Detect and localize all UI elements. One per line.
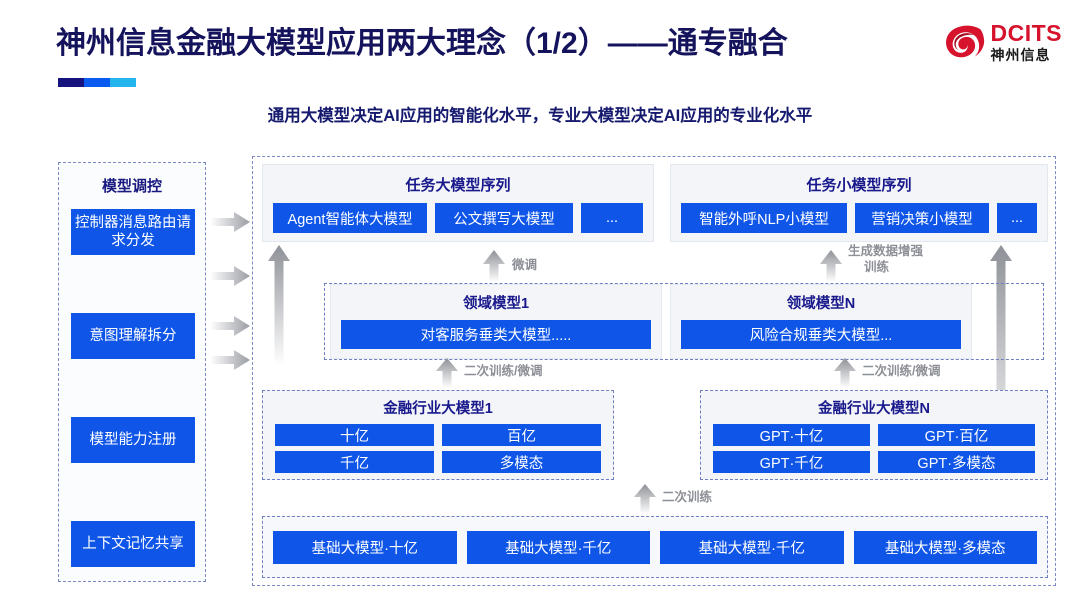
dcits-swirl-icon	[945, 25, 984, 58]
task-small-chip-more[interactable]: ...	[997, 203, 1037, 233]
control-button-registry[interactable]: 模型能力注册	[71, 417, 195, 463]
industry-model-n-grid: GPT·十亿 GPT·百亿 GPT·千亿 GPT·多模态	[701, 418, 1047, 473]
domain-model-n-title: 领域模型N	[786, 296, 856, 312]
task-large-chip-agent[interactable]: Agent智能体大模型	[273, 203, 427, 233]
accent-segment-cyan	[110, 78, 136, 87]
task-large-model-sequence-title: 任务大模型序列	[405, 177, 511, 194]
flow-label-gen-data-aug-line2: 训练	[864, 260, 890, 274]
industry-model-n-title: 金融行业大模型N	[818, 401, 930, 417]
architecture-diagram: 模型调控 控制器消息路由请求分发 意图理解拆分 模型能力注册 上下文记忆共享 任…	[0, 150, 1080, 600]
control-button-intent[interactable]: 意图理解拆分	[71, 313, 195, 359]
model-control-column: 模型调控 控制器消息路由请求分发 意图理解拆分 模型能力注册 上下文记忆共享	[58, 162, 206, 582]
industry-model-n-cell-4[interactable]: GPT·多模态	[878, 451, 1035, 473]
flow-label-retrain: 二次训练	[662, 490, 713, 504]
flow-label-retrain-finetune-right: 二次训练/微调	[862, 364, 941, 378]
page-title: 神州信息金融大模型应用两大理念（1/2）——通专融合	[56, 27, 788, 60]
industry-model-1-panel: 金融行业大模型1 十亿 百亿 千亿 多模态	[262, 390, 614, 480]
task-large-model-sequence-panel: 任务大模型序列 Agent智能体大模型 公文撰写大模型 ...	[262, 164, 654, 242]
up-arrow-icon-tall-right	[990, 245, 1012, 475]
page-subtitle: 通用大模型决定AI应用的智能化水平，专业大模型决定AI应用的专业化水平	[267, 107, 813, 125]
industry-model-1-cell-4[interactable]: 多模态	[442, 451, 601, 473]
right-arrow-icon-4	[210, 350, 250, 370]
up-arrow-icon-tall-left	[268, 245, 290, 365]
domain-model-1-panel: 领域模型1 对客服务垂类大模型.....	[330, 284, 662, 359]
accent-segment-blue	[84, 78, 110, 87]
base-model-cell-1[interactable]: 基础大模型·十亿	[273, 530, 457, 564]
control-button-router[interactable]: 控制器消息路由请求分发	[71, 209, 195, 255]
logo-en-text: DCITS	[990, 20, 1062, 46]
base-model-panel: 基础大模型·十亿 基础大模型·千亿 基础大模型·千亿 基础大模型·多模态	[262, 516, 1048, 578]
task-large-chip-doc[interactable]: 公文撰写大模型	[435, 203, 573, 233]
up-arrow-icon-retrain-base	[634, 484, 656, 514]
industry-model-n-cell-2[interactable]: GPT·百亿	[878, 424, 1035, 446]
task-large-model-items: Agent智能体大模型 公文撰写大模型 ...	[263, 203, 653, 233]
task-small-model-sequence-title: 任务小模型序列	[806, 177, 912, 194]
title-accent-bar	[58, 78, 136, 87]
right-arrow-icon-2	[210, 266, 250, 286]
up-arrow-icon-finetune	[483, 250, 505, 282]
task-small-model-items: 智能外呼NLP小模型 营销决策小模型 ...	[671, 203, 1047, 233]
model-stack-container	[252, 156, 1056, 586]
industry-model-1-cell-3[interactable]: 千亿	[275, 451, 434, 473]
domain-model-dashed-wrapper	[324, 283, 1044, 360]
up-arrow-icon-retrain-left	[436, 358, 458, 388]
accent-segment-navy	[58, 78, 84, 87]
logo-text-block: DCITS 神州信息	[990, 20, 1063, 63]
control-button-context[interactable]: 上下文记忆共享	[71, 521, 195, 567]
flow-label-finetune: 微调	[512, 258, 538, 272]
base-model-cell-2[interactable]: 基础大模型·千亿	[466, 530, 650, 564]
task-large-chip-more[interactable]: ...	[581, 203, 643, 233]
task-small-chip-nlp[interactable]: 智能外呼NLP小模型	[681, 203, 847, 233]
industry-model-1-cell-2[interactable]: 百亿	[442, 424, 601, 446]
base-model-cell-3[interactable]: 基础大模型·千亿	[660, 530, 844, 564]
domain-model-1-title: 领域模型1	[462, 296, 530, 312]
logo-cn-text: 神州信息	[990, 47, 1051, 63]
industry-model-1-title: 金融行业大模型1	[383, 401, 493, 417]
company-logo: DCITS 神州信息	[944, 22, 1063, 62]
right-arrow-icon-1	[210, 212, 250, 232]
domain-model-1-bar[interactable]: 对客服务垂类大模型.....	[341, 320, 651, 349]
industry-model-1-grid: 十亿 百亿 千亿 多模态	[263, 418, 613, 473]
industry-model-n-cell-1[interactable]: GPT·十亿	[713, 424, 870, 446]
domain-model-n-panel: 领域模型N 风险合规垂类大模型...	[670, 284, 972, 359]
up-arrow-icon-retrain-right	[834, 358, 856, 388]
flow-label-retrain-finetune-left: 二次训练/微调	[464, 364, 543, 378]
industry-model-1-cell-1[interactable]: 十亿	[275, 424, 434, 446]
industry-model-n-cell-3[interactable]: GPT·千亿	[713, 451, 870, 473]
up-arrow-icon-gen-data-aug	[820, 250, 842, 282]
right-arrow-icon-3	[210, 316, 250, 336]
industry-model-n-panel: 金融行业大模型N GPT·十亿 GPT·百亿 GPT·千亿 GPT·多模态	[700, 390, 1048, 480]
base-model-cell-4[interactable]: 基础大模型·多模态	[853, 530, 1037, 564]
task-small-chip-marketing[interactable]: 营销决策小模型	[855, 203, 989, 233]
domain-model-n-bar[interactable]: 风险合规垂类大模型...	[681, 320, 961, 349]
flow-label-gen-data-aug-line1: 生成数据增强	[848, 244, 924, 258]
model-control-title: 模型调控	[101, 178, 162, 195]
task-small-model-sequence-panel: 任务小模型序列 智能外呼NLP小模型 营销决策小模型 ...	[670, 164, 1048, 242]
